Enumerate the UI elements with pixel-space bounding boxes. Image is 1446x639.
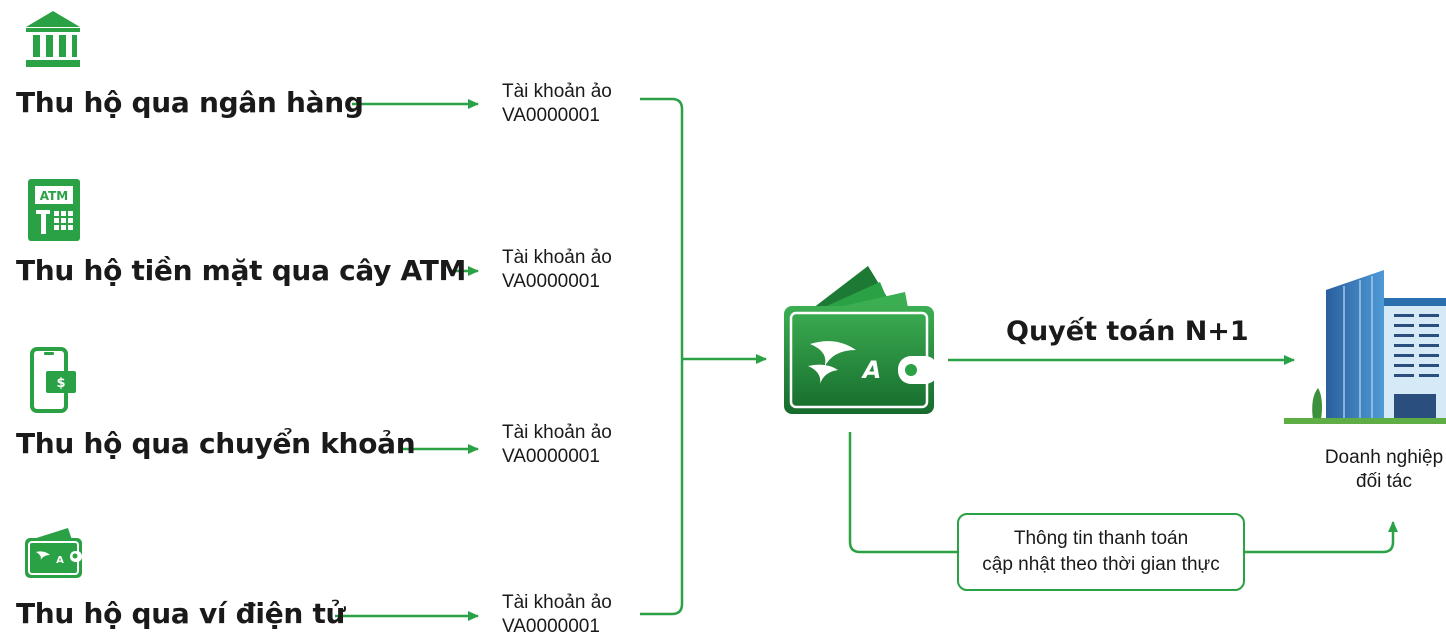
realtime-info-line-2: cập nhật theo thời gian thực: [982, 554, 1220, 575]
atm-screen-text: ATM: [40, 189, 68, 203]
virtual-account-atm: Tài khoản ảo VA0000001: [502, 246, 612, 294]
va-number: VA0000001: [502, 271, 600, 292]
bank-icon: [26, 11, 80, 67]
channel-label-bank: Thu hộ qua ngân hàng: [16, 86, 364, 119]
va-number: VA0000001: [502, 105, 600, 126]
realtime-info-box: Thông tin thanh toán cập nhật theo thời …: [957, 513, 1245, 591]
va-title: Tài khoản ảo: [502, 247, 612, 268]
va-title: Tài khoản ảo: [502, 81, 612, 102]
merge-bracket: [640, 97, 684, 616]
partner-line-2: đối tác: [1356, 471, 1412, 492]
va-number: VA0000001: [502, 616, 600, 637]
wallet-icon: A: [784, 266, 938, 414]
realtime-info-line-1: Thông tin thanh toán: [1013, 528, 1189, 549]
virtual-account-transfer: Tài khoản ảo VA0000001: [502, 421, 612, 469]
building-icon: [1284, 270, 1446, 424]
virtual-account-bank: Tài khoản ảo VA0000001: [502, 80, 612, 128]
channel-label-transfer: Thu hộ qua chuyển khoản: [16, 427, 416, 460]
phone-transfer-icon: $: [30, 347, 76, 413]
va-title: Tài khoản ảo: [502, 592, 612, 613]
virtual-account-ewallet: Tài khoản ảo VA0000001: [502, 591, 612, 639]
wallet-letter: A: [861, 356, 882, 384]
e-wallet-letter: A: [56, 555, 64, 566]
channel-label-ewallet: Thu hộ qua ví điện tử: [16, 597, 346, 630]
dollar-text: $: [56, 376, 65, 391]
va-title: Tài khoản ảo: [502, 422, 612, 443]
settlement-label: Quyết toán N+1: [1006, 316, 1249, 347]
e-wallet-icon: A: [25, 528, 82, 578]
partner-line-1: Doanh nghiệp: [1324, 447, 1444, 468]
partner-label: Doanh nghiệp đối tác: [1314, 446, 1446, 494]
channel-label-atm: Thu hộ tiền mặt qua cây ATM: [16, 254, 467, 287]
va-number: VA0000001: [502, 446, 600, 467]
atm-icon: ATM: [28, 179, 80, 241]
